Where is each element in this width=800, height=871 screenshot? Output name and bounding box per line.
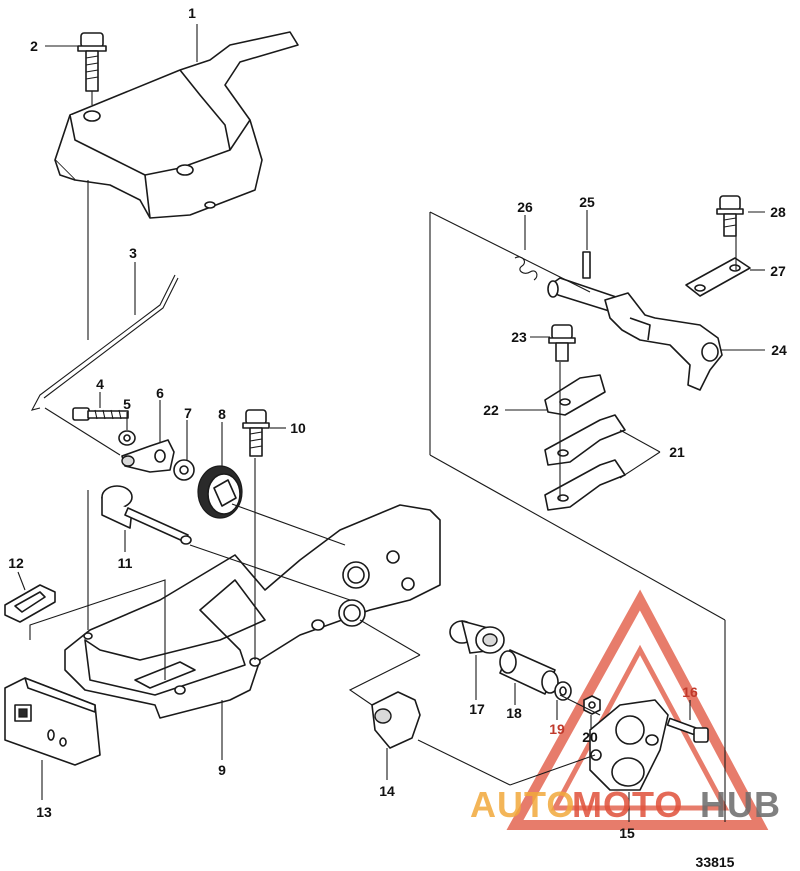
callout-14: 14: [379, 783, 395, 799]
part-27-plate: [685, 257, 751, 297]
callout-1: 1: [188, 5, 196, 21]
callout-21: 21: [669, 444, 685, 460]
part-1-cover: [54, 31, 299, 219]
watermark-hub: HUB: [700, 784, 781, 825]
callout-26: 26: [517, 199, 533, 215]
callout-10: 10: [290, 420, 306, 436]
part-18-tube: [499, 649, 559, 695]
watermark-auto: AUTO: [470, 784, 575, 825]
callout-5: 5: [123, 396, 131, 412]
callout-20: 20: [582, 729, 598, 745]
part-19-washer: [554, 681, 572, 701]
part-5-spacer: [118, 430, 136, 446]
part-7-washer: [173, 459, 195, 481]
part-10-bolt: [242, 409, 270, 457]
callout-27: 27: [770, 263, 786, 279]
callout-labels: 1 2 3 4 5 6 7 8 9 10 11 12 13 14 15 16 1…: [8, 5, 787, 841]
part-8-cam: [197, 465, 243, 519]
callout-24: 24: [771, 342, 787, 358]
part-12-gasket: [4, 584, 56, 623]
part-21-brackets: [544, 414, 626, 511]
callout-22: 22: [483, 402, 499, 418]
callout-13: 13: [36, 804, 52, 820]
callout-6: 6: [156, 385, 164, 401]
callout-8: 8: [218, 406, 226, 422]
part-17-bushing: [449, 620, 505, 654]
part-15-cover-plate: [589, 699, 669, 791]
part-23-bolt: [548, 324, 576, 362]
leader-lines: [17, 24, 765, 822]
part-9-base-bracket: [64, 504, 441, 719]
callout-28: 28: [770, 204, 786, 220]
callout-16: 16: [682, 684, 698, 700]
callout-2: 2: [30, 38, 38, 54]
figure-number: 33815: [696, 854, 735, 870]
part-25-pin: [582, 251, 591, 279]
callout-4: 4: [96, 376, 104, 392]
callout-19: 19: [549, 721, 565, 737]
callout-17: 17: [469, 701, 485, 717]
part-11-shaft: [101, 485, 192, 545]
part-4-screw: [72, 407, 129, 421]
callout-23: 23: [511, 329, 527, 345]
callout-11: 11: [118, 555, 133, 571]
part-16-screw: [666, 717, 709, 743]
part-14-clip: [371, 691, 421, 749]
part-24-shift-shaft: [547, 277, 723, 391]
callout-7: 7: [184, 405, 192, 421]
callout-15: 15: [619, 825, 635, 841]
part-3-link-rod: [30, 274, 179, 411]
watermark-moto: MOTO: [572, 784, 683, 825]
callout-25: 25: [579, 194, 595, 210]
callout-3: 3: [129, 245, 137, 261]
part-22-clip: [544, 374, 606, 416]
callout-12: 12: [8, 555, 24, 571]
part-28-bolt: [716, 195, 744, 237]
part-6-lever: [121, 439, 175, 473]
callout-9: 9: [218, 762, 226, 778]
callout-18: 18: [506, 705, 522, 721]
watermark-text: AUTO MOTO HUB: [470, 784, 781, 825]
part-2-bolt: [77, 32, 107, 105]
part-13-switch: [4, 677, 101, 766]
